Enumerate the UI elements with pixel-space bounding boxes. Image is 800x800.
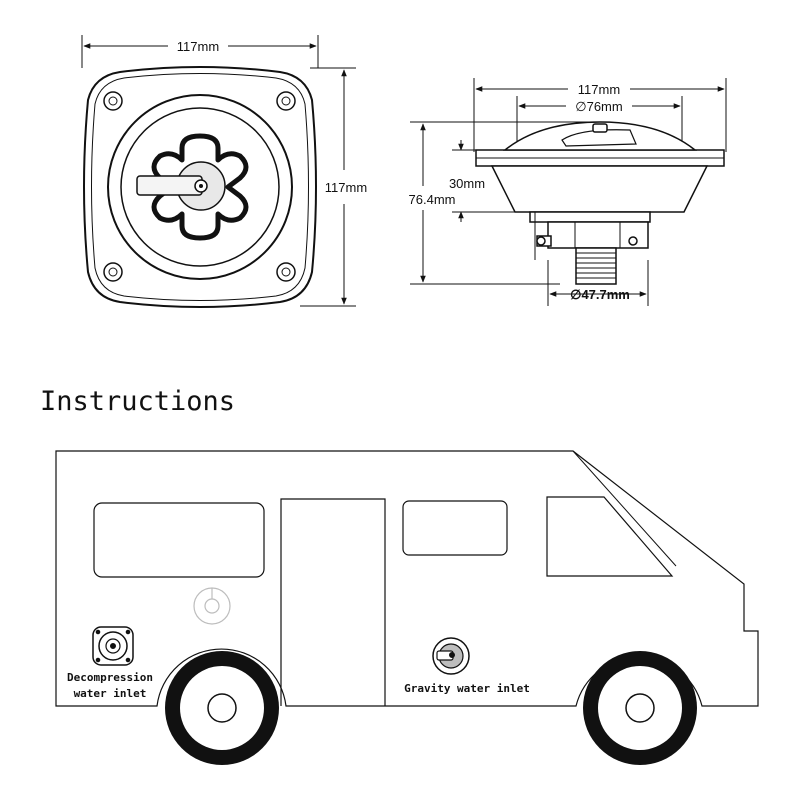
cab-window [546, 496, 674, 577]
flange-inner-outline [91, 73, 309, 301]
top-width-dimension [81, 35, 319, 68]
side-window [402, 500, 508, 556]
thread-nozzle [575, 247, 617, 285]
motorhome-illustration: Decompression water inlet Gravity water … [55, 450, 759, 765]
flange-screw-icon [103, 91, 296, 282]
side-width-label: 117mm [578, 82, 620, 97]
front-door-outline [280, 498, 386, 706]
top-view: 117mm 117mm [81, 35, 367, 308]
side-view: 117mm ∅76mm 76.4mm 30mm [409, 78, 727, 306]
flange-outline [83, 66, 317, 308]
side-thread-label: ∅47.7mm [570, 287, 630, 302]
rear-wheel [165, 651, 279, 765]
side-width-dimension [473, 78, 727, 152]
rear-window [93, 502, 265, 578]
side-bore-label: ∅76mm [575, 99, 622, 114]
top-height-label: 117mm [325, 180, 367, 195]
decompression-label-line2: water inlet [74, 687, 147, 700]
decompression-label-line1: Decompression [67, 671, 153, 684]
top-width-label: 117mm [177, 39, 219, 54]
inner-ring [120, 107, 280, 267]
gravity-inlet-icon [432, 637, 470, 675]
decompression-inlet-icon [92, 626, 134, 666]
faint-inlet-icon [193, 587, 231, 625]
inlet-side-profile [475, 121, 725, 260]
top-height-dimension [300, 67, 356, 307]
instructions-heading: Instructions [40, 386, 235, 417]
side-thread-dimension [547, 260, 649, 306]
gravity-label: Gravity water inlet [404, 682, 530, 695]
front-wheel [583, 651, 697, 765]
outer-ring [107, 94, 293, 280]
side-depth-label: 30mm [449, 176, 485, 191]
side-height-label: 76.4mm [409, 192, 456, 207]
windshield-line [572, 450, 677, 567]
cap-lever [136, 175, 203, 196]
cap-pivot-dot [199, 184, 203, 188]
